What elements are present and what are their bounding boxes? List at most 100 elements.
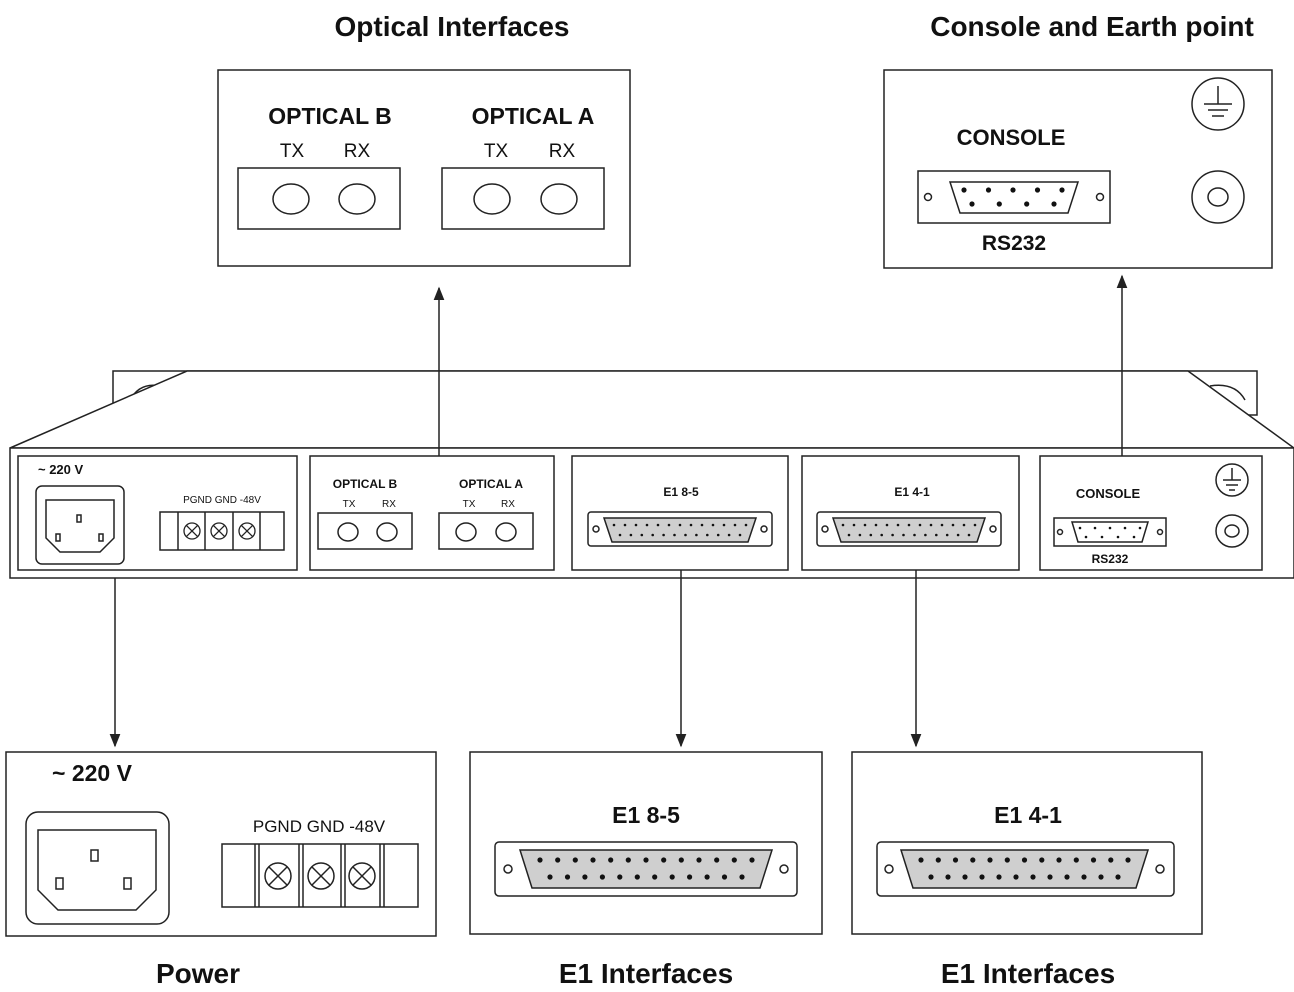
- connector-pin: [612, 523, 616, 527]
- panel-optical-a-tx: TX: [463, 499, 476, 510]
- connector-pin: [643, 857, 649, 863]
- connector-pin: [678, 523, 682, 527]
- connector-pin: [634, 874, 640, 880]
- panel-iec-inlet: [45, 499, 115, 553]
- connector-pin: [1138, 526, 1142, 530]
- connector-pin: [689, 523, 693, 527]
- connector-pin: [1024, 201, 1030, 207]
- connector-pin: [970, 857, 976, 863]
- rs232-db9-connector: [948, 181, 1080, 214]
- power-voltage-label: ~ 220 V: [52, 760, 133, 786]
- panel-console-label: CONSOLE: [1076, 486, 1141, 501]
- connector-pin: [874, 523, 878, 527]
- panel-optical-b-tx: TX: [343, 499, 356, 510]
- connector-pin: [706, 533, 709, 537]
- e1-4-1-label: E1 4-1: [994, 802, 1062, 828]
- panel-e1-8-5-db25: [602, 517, 758, 543]
- connector-pin: [744, 523, 748, 527]
- connector-pin: [687, 874, 693, 880]
- connector-pin: [1108, 857, 1114, 863]
- panel-ground-symbol-icon: [1215, 463, 1249, 497]
- connector-pin: [1108, 526, 1112, 530]
- panel-e1-4-1-db25: [831, 517, 987, 543]
- connector-pin: [1090, 857, 1097, 863]
- connector-pin: [1056, 857, 1062, 863]
- connector-pin: [572, 857, 578, 863]
- connector-pin: [1021, 857, 1028, 863]
- connector-pin: [1078, 526, 1082, 530]
- optical-b-label: OPTICAL B: [268, 103, 392, 129]
- connector-pin: [608, 857, 614, 863]
- connector-pin: [1123, 526, 1127, 530]
- console-label: CONSOLE: [957, 125, 1066, 150]
- connector-pin: [1100, 535, 1104, 539]
- optical-b-rx-port: [338, 183, 376, 215]
- connector-pin: [1132, 535, 1136, 539]
- connector-pin: [582, 874, 588, 880]
- connector-pin: [640, 533, 644, 537]
- connector-pin: [1084, 535, 1088, 539]
- connector-pin: [1064, 874, 1070, 880]
- optical-a-tx-label: TX: [484, 141, 509, 162]
- optical-b-tx-label: TX: [280, 141, 305, 162]
- optical-a-rx-label: RX: [549, 141, 576, 162]
- connector-pin: [891, 533, 894, 537]
- optical-interfaces-detail: OPTICAL B TX RX OPTICAL A TX RX: [217, 69, 631, 267]
- connector-pin: [716, 533, 720, 537]
- panel-e1-8-5-label: E1 8-5: [663, 485, 699, 499]
- connector-pin: [952, 857, 959, 863]
- connector-pin: [902, 533, 905, 537]
- panel-e1-4-1-module: E1 4-1: [801, 455, 1020, 571]
- connector-pin: [945, 533, 949, 537]
- connector-pin: [956, 533, 960, 537]
- connector-pin: [721, 874, 728, 880]
- panel-e1-4-1-label: E1 4-1: [894, 485, 930, 499]
- connector-pin: [731, 857, 737, 863]
- earth-terminal-icon: [1191, 170, 1245, 224]
- connector-pin: [929, 523, 933, 527]
- connector-pin: [996, 874, 1002, 880]
- console-earth-detail: CONSOLE RS232: [883, 69, 1273, 269]
- panel-voltage-label: ~ 220 V: [38, 462, 84, 477]
- connector-pin: [1115, 874, 1121, 880]
- connector-pin: [1073, 857, 1079, 863]
- connector-pin: [935, 533, 938, 537]
- panel-optical-module: OPTICAL B TX RX OPTICAL A TX RX: [309, 455, 555, 571]
- optical-a-tx-port: [473, 183, 511, 215]
- optical-b-rx-label: RX: [344, 141, 371, 162]
- connector-pin: [1051, 201, 1057, 207]
- connector-pin: [924, 533, 927, 537]
- connector-pin: [1010, 187, 1016, 193]
- connector-pin: [722, 523, 726, 527]
- connector-pin: [651, 533, 654, 537]
- connector-pin: [625, 857, 631, 863]
- connector-pin: [852, 523, 856, 527]
- connector-pin: [547, 874, 553, 880]
- connector-pin: [918, 857, 924, 863]
- connector-pin: [662, 533, 665, 537]
- panel-optical-b-label: OPTICAL B: [333, 477, 398, 491]
- connector-pin: [696, 857, 702, 863]
- connector-pin: [962, 523, 966, 527]
- connector-pin: [1059, 187, 1065, 193]
- connector-pin: [1039, 857, 1045, 863]
- optical-interfaces-caption: Optical Interfaces: [335, 11, 570, 42]
- callout-arrows: [109, 274, 1128, 748]
- connector-pin: [863, 523, 867, 527]
- connector-pin: [1030, 874, 1036, 880]
- rs232-label: RS232: [982, 232, 1046, 255]
- power-caption: Power: [156, 958, 240, 989]
- connector-pin: [1034, 187, 1041, 193]
- connector-pin: [951, 523, 955, 527]
- connector-pin: [885, 523, 889, 527]
- connector-pin: [979, 874, 985, 880]
- connector-pin: [1093, 526, 1097, 530]
- e1-4-1-detail: E1 4-1: [851, 751, 1203, 935]
- connector-pin: [564, 874, 571, 880]
- panel-terminal-label: PGND GND -48V: [183, 495, 261, 506]
- connector-pin: [973, 523, 977, 527]
- connector-pin: [918, 523, 922, 527]
- connector-pin: [733, 523, 737, 527]
- connector-pin: [704, 874, 710, 880]
